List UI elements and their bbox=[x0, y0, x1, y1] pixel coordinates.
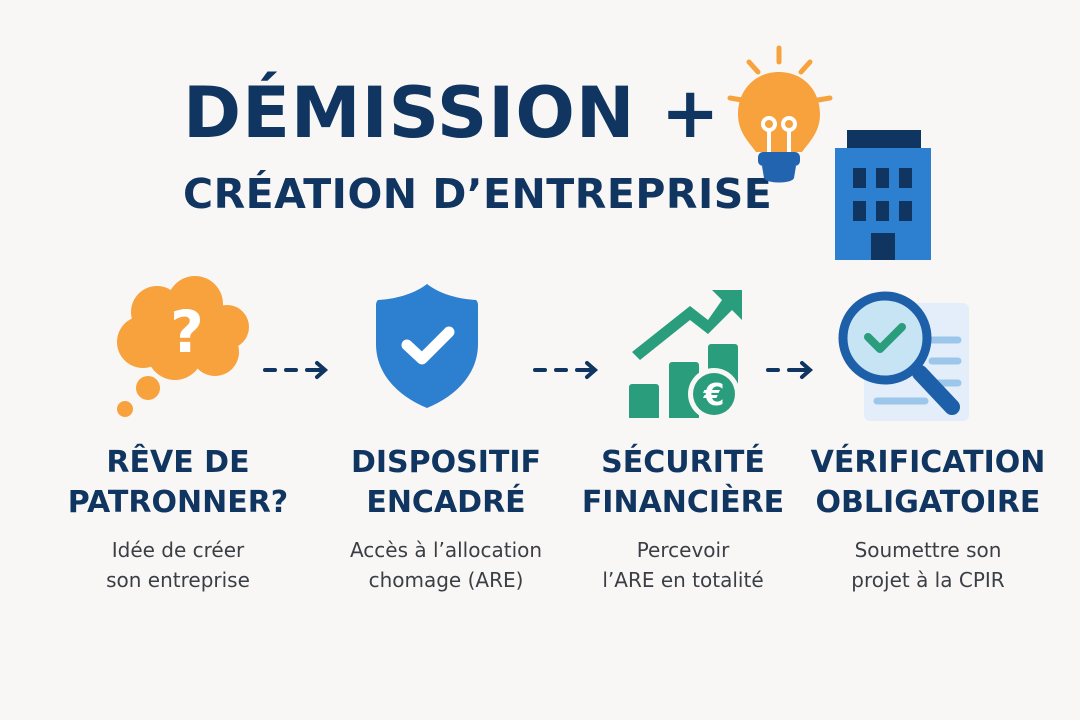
svg-text:?: ? bbox=[170, 298, 204, 366]
step-4-title-line-1: VÉRIFICATION bbox=[810, 445, 1046, 480]
step-1-desc-line-2: son entreprise bbox=[106, 568, 250, 592]
thought-bubble-question-icon: ? bbox=[117, 276, 249, 417]
step-4-desc-line-1: Soumettre son bbox=[854, 538, 1002, 562]
lightbulb-icon bbox=[727, 45, 833, 183]
step-3-title-line-2: FINANCIÈRE bbox=[581, 485, 785, 520]
step-2-desc-line-2: chomage (ARE) bbox=[368, 568, 524, 592]
step-4-desc-line-2: projet à la CPIR bbox=[851, 568, 1005, 592]
step-3-title-line-1: SÉCURITÉ bbox=[601, 445, 765, 480]
step-2-title-line-2: ENCADRÉ bbox=[366, 485, 526, 520]
dashed-arrow-icon bbox=[766, 361, 814, 379]
magnifier-document-check-icon bbox=[838, 291, 969, 421]
dashed-arrow-icon bbox=[263, 361, 329, 379]
step-2-title-line-1: DISPOSITIF bbox=[350, 445, 542, 480]
step-1-title-line-1: RÊVE DE bbox=[106, 445, 250, 480]
step-2-desc-line-1: Accès à l’allocation bbox=[349, 538, 543, 562]
step-1-desc-line-1: Idée de créer bbox=[111, 538, 245, 562]
growth-chart-euro-icon: € bbox=[629, 290, 742, 418]
step-3-desc-line-1: Percevoir bbox=[636, 538, 730, 562]
title-line-1: DÉMISSION + bbox=[183, 72, 721, 154]
title-line-2: CRÉATION D’ENTREPRISE bbox=[183, 170, 773, 218]
office-building-icon bbox=[835, 130, 931, 260]
step-3-desc-line-2: l’ARE en totalité bbox=[602, 568, 764, 592]
step-4-title-line-2: OBLIGATOIRE bbox=[815, 485, 1041, 520]
step-1-title-line-2: PATRONNER? bbox=[67, 485, 289, 520]
dashed-arrow-icon bbox=[533, 361, 599, 379]
svg-text:€: € bbox=[703, 378, 725, 413]
shield-check-icon bbox=[376, 284, 478, 408]
